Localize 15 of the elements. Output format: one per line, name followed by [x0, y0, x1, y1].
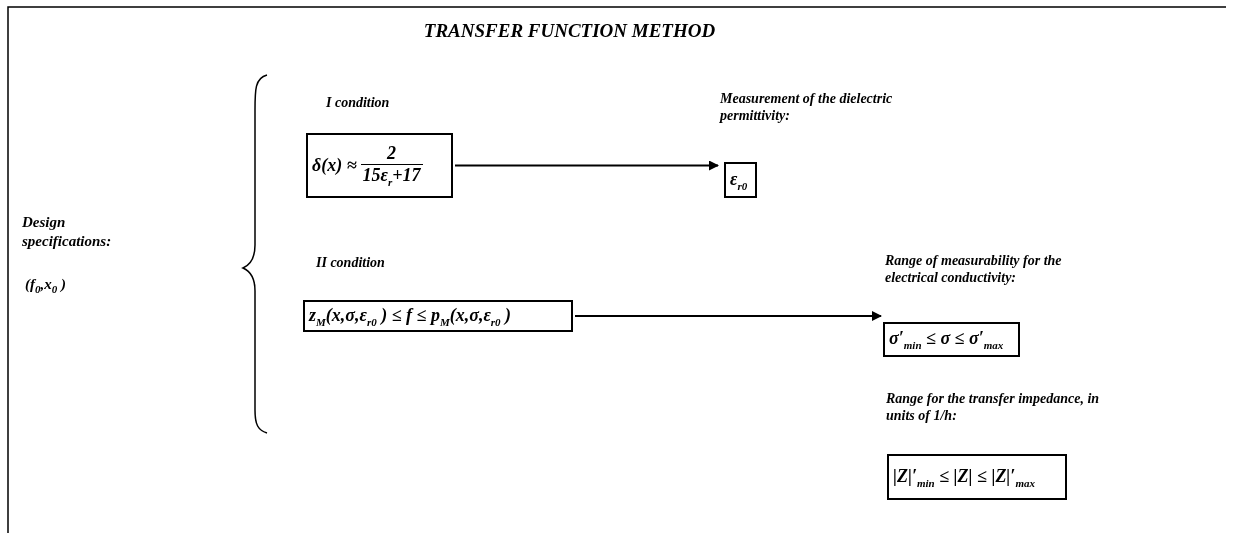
formula-text: (f$_{0}$,x$_{0}$ ) [25, 275, 67, 297]
formula-box: ε$_{r0}$ [724, 162, 757, 198]
section-heading: II condition [316, 254, 385, 271]
formula-box: |Z|′$_{min}$ ≤ |Z| ≤ |Z|′$_{max}$ [887, 454, 1067, 500]
section-heading: I condition [326, 94, 390, 111]
formula-box: δ(x) ≈ 2 15ε$_{r}$+17 [306, 133, 453, 198]
arrow [454, 160, 719, 171]
arrow [574, 311, 882, 321]
section-heading: Range for the transfer impedance, in units of 1/h: [886, 390, 1101, 424]
formula-box: z$_{M}$(x,σ,ε$_{r0}$ ) ≤ f ≤ p$_{M}$(x,σ,ε$_{r0}$ ) [303, 300, 573, 332]
side-heading: Design specifications: [22, 213, 113, 251]
section-heading: Measurement of the dielectric permittivity: [720, 90, 894, 124]
diagram-title: TRANSFER FUNCTION METHOD [422, 20, 717, 42]
formula-box: σ′$_{min}$ ≤ σ ≤ σ′$_{max}$ [883, 322, 1020, 357]
section-heading: Range of measurability for the electrical conductivity: [885, 252, 1063, 286]
